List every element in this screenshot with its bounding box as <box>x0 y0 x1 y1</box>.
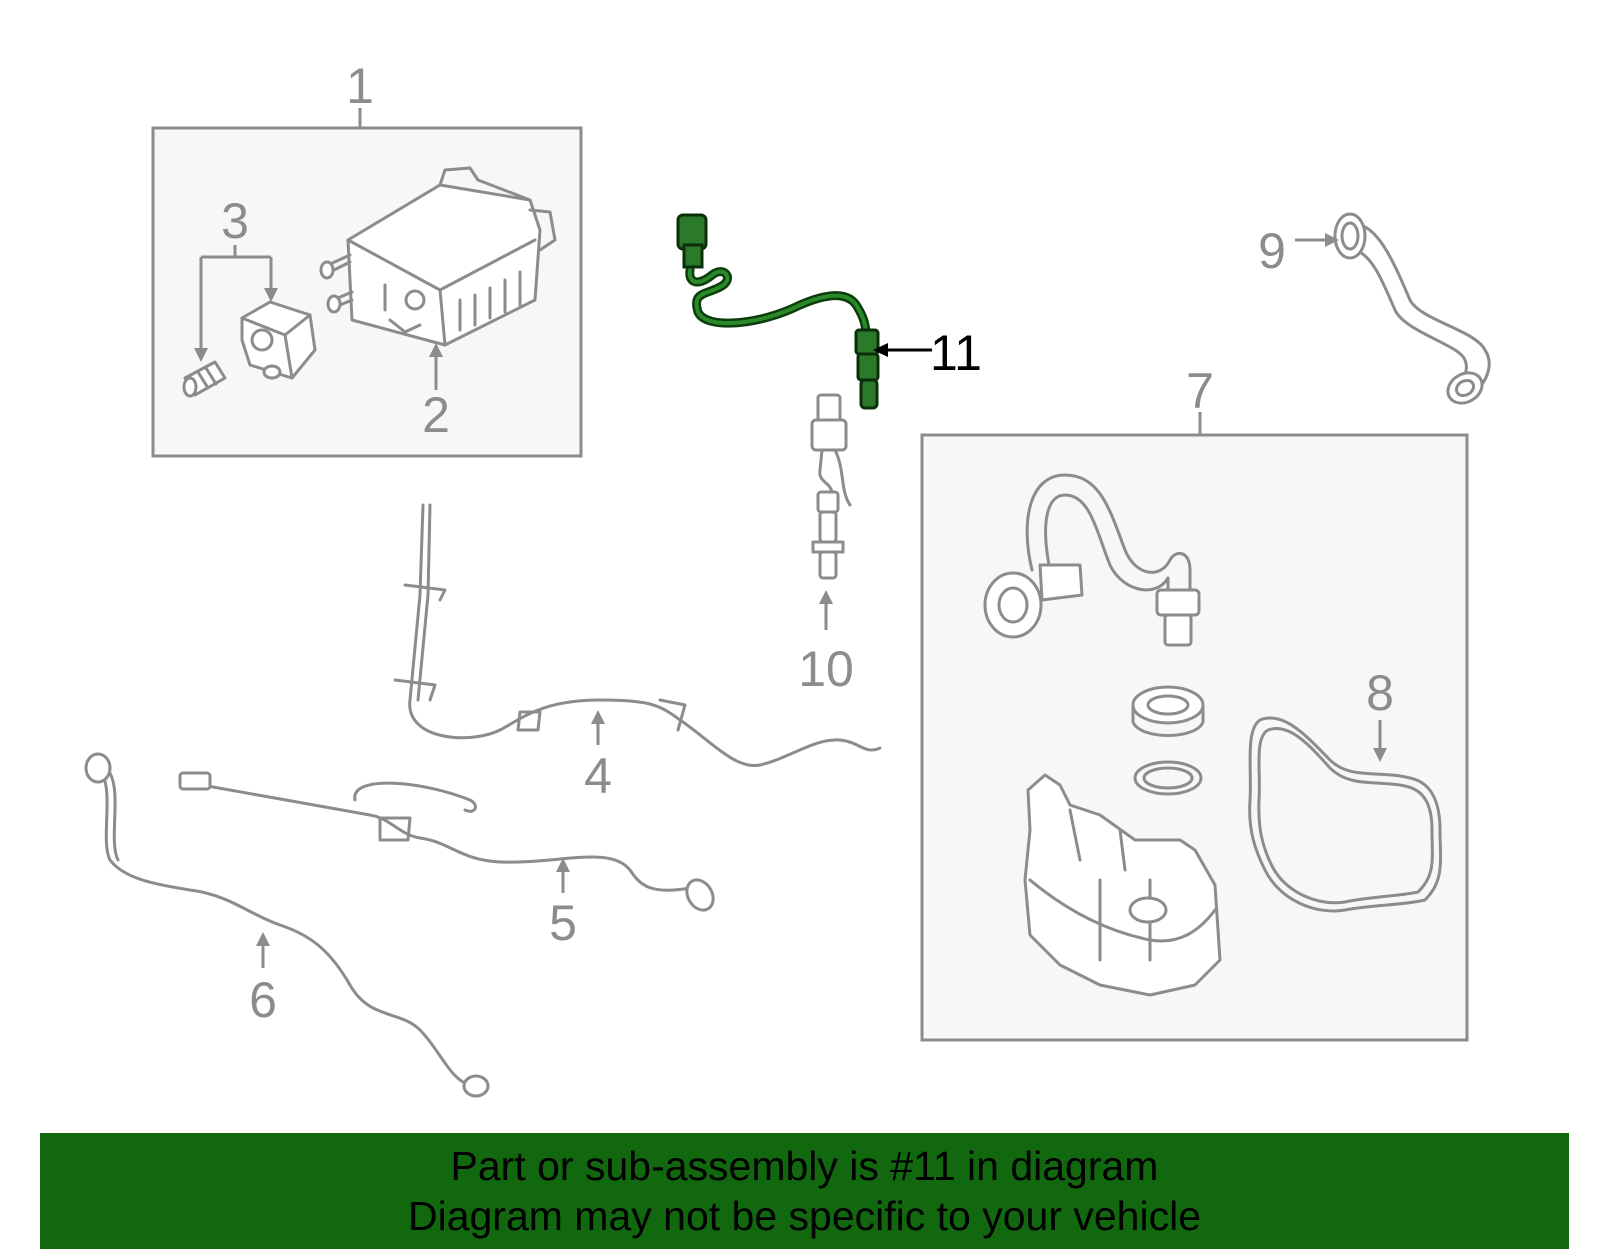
housing <box>1023 773 1222 997</box>
sensor-part-10 <box>810 393 852 580</box>
callout-3: 3 <box>221 193 249 249</box>
tube-assembly <box>983 473 1201 647</box>
footer-line-part-number: Part or sub-assembly is #11 in diagram <box>450 1143 1159 1189</box>
callout-10: 10 <box>798 641 854 697</box>
hose-part-9 <box>1333 212 1491 405</box>
callout-5: 5 <box>549 895 577 951</box>
pipe-part-5 <box>178 771 715 912</box>
filter-part-3 <box>182 300 317 398</box>
callout-4: 4 <box>584 748 612 804</box>
footer-banner: Part or sub-assembly is #11 in diagram D… <box>40 1133 1569 1249</box>
callout-7: 7 <box>1186 363 1214 419</box>
canister-part-2 <box>319 166 557 347</box>
callout-8: 8 <box>1366 665 1394 721</box>
callout-11: 11 <box>930 325 982 381</box>
callout-6: 6 <box>249 972 277 1028</box>
pipe-part-4 <box>393 503 882 768</box>
pipe-part-6 <box>84 752 490 1098</box>
callout-1: 1 <box>346 58 374 114</box>
gasket-part-8 <box>1248 716 1443 913</box>
grommet <box>1131 685 1205 737</box>
callout-2: 2 <box>422 387 450 443</box>
callout-9: 9 <box>1258 223 1286 279</box>
footer-line-disclaimer: Diagram may not be specific to your vehi… <box>407 1193 1201 1239</box>
o-ring <box>1133 760 1203 796</box>
oxygen-sensor-part-11 <box>676 213 880 410</box>
